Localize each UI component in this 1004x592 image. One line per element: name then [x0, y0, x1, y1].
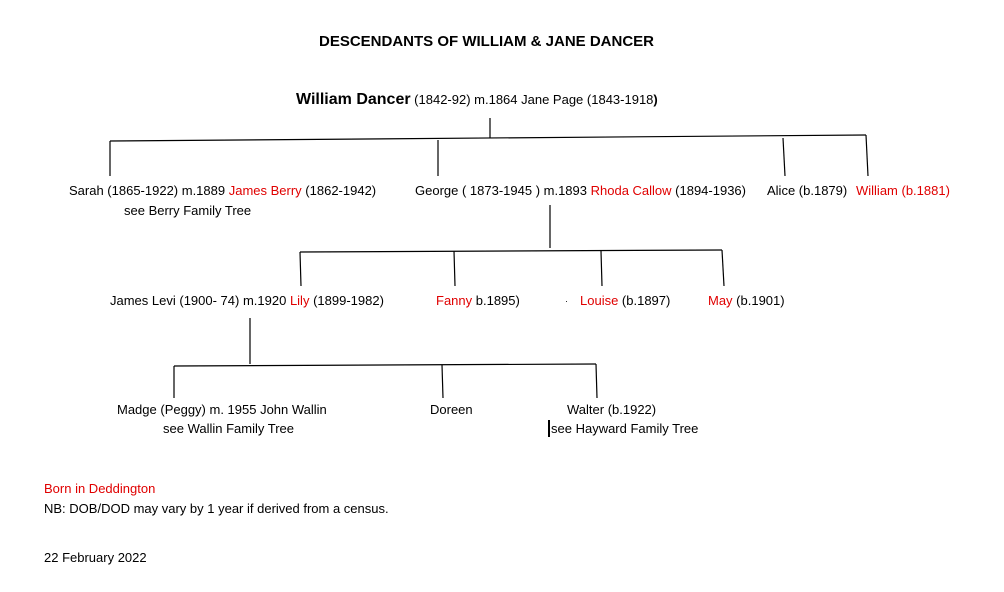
james-text: James Levi (1900- 74) m.1920 [110, 293, 290, 308]
person-george: George ( 1873-1945 ) m.1893 Rhoda Callow… [415, 183, 746, 199]
person-doreen: Doreen [430, 402, 473, 417]
person-sarah: Sarah (1865-1922) m.1889 James Berry (18… [69, 183, 376, 199]
drop-louise [600, 250, 603, 287]
person-james-levi: James Levi (1900- 74) m.1920 Lily (1899-… [110, 293, 384, 309]
drop-may [721, 249, 725, 287]
root-detail: (1842-92) m.1864 Jane Page (1843-1918 [410, 92, 654, 107]
george-spouse: Rhoda Callow [590, 183, 672, 198]
legend-nb: NB: DOB/DOD may vary by 1 year if derive… [44, 501, 389, 516]
george-spouse-dates: (1894-1936) [671, 183, 746, 198]
drop-william [865, 134, 869, 177]
bullet-dot: · [565, 296, 568, 306]
document-date: 22 February 2022 [44, 550, 147, 565]
gen1-bar [109, 134, 867, 142]
person-madge: Madge (Peggy) m. 1955 John Wallin [117, 402, 327, 417]
fanny-dates: b.1895) [472, 293, 520, 308]
sarah-text: Sarah (1865-1922) m.1889 [69, 183, 229, 198]
drop-james [299, 251, 302, 287]
gen3-bar [173, 363, 597, 367]
may-name: May [708, 293, 733, 308]
sarah-spouse: James Berry [228, 183, 302, 198]
george-text: George ( 1873-1945 ) m.1893 [415, 183, 591, 198]
drop-fanny [453, 250, 456, 287]
fanny-name: Fanny [436, 293, 473, 308]
legend-born: Born in Deddington [44, 481, 156, 496]
drop-doreen [441, 364, 444, 399]
drop-alice [782, 137, 786, 177]
may-dates: (b.1901) [732, 293, 785, 308]
person-louise: Louise (b.1897) [580, 293, 670, 309]
drop-walter [595, 363, 598, 399]
louise-name: Louise [580, 293, 619, 308]
root-name: William Dancer [296, 91, 411, 108]
person-walter: Walter (b.1922) [567, 402, 657, 417]
gen2-bar [299, 249, 723, 253]
james-spouse: Lily [289, 293, 310, 308]
louise-dates: (b.1897) [618, 293, 671, 308]
sarah-spouse-dates: (1862-1942) [301, 183, 377, 198]
root-couple: William Dancer (1842-92) m.1864 Jane Pag… [296, 92, 658, 108]
james-spouse-dates: (1899-1982) [309, 293, 384, 308]
root-close: ) [653, 92, 658, 107]
page-title: DESCENDANTS OF WILLIAM & JANE DANCER [319, 33, 655, 50]
person-alice: Alice (b.1879) [767, 183, 848, 198]
sarah-note: see Berry Family Tree [124, 203, 252, 218]
madge-note: see Wallin Family Tree [163, 421, 294, 436]
walter-note: see Hayward Family Tree [551, 421, 699, 436]
person-fanny: Fanny b.1895) [436, 293, 520, 309]
person-may: May (b.1901) [708, 293, 785, 309]
person-william: William (b.1881) [856, 183, 950, 198]
